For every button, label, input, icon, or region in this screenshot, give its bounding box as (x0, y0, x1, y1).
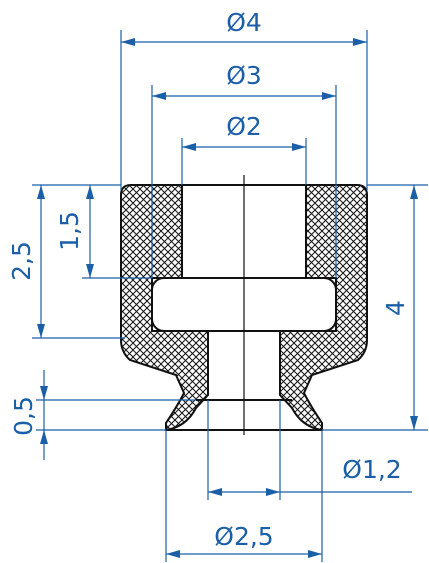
arrow (121, 38, 135, 46)
dim-height-4: 4 (322, 184, 428, 431)
label-diameter-2: Ø2 (226, 112, 262, 141)
label-diameter-2-5: Ø2,5 (214, 522, 273, 551)
arrow (86, 264, 94, 278)
arrow (166, 550, 180, 558)
dim-height-2-5: 2,5 (7, 184, 125, 339)
dim-height-0-5: 0,5 (9, 370, 196, 460)
dim-diameter-1-2: Ø1,2 (207, 400, 412, 500)
arrow (292, 143, 306, 151)
label-height-1-5: 1,5 (55, 211, 84, 251)
label-height-4: 4 (381, 300, 410, 316)
dim-diameter-3: Ø3 (151, 61, 337, 278)
arrow (208, 488, 222, 496)
dim-diameter-2-5: Ø2,5 (165, 430, 323, 562)
arrow (182, 143, 196, 151)
arrow (40, 430, 48, 444)
label-height-0-5: 0,5 (9, 396, 38, 436)
dimensions: Ø4 Ø3 Ø2 2,5 (7, 8, 428, 562)
dim-height-1-5: 1,5 (55, 185, 152, 279)
dim-diameter-2: Ø2 (181, 112, 307, 185)
label-diameter-1-2: Ø1,2 (342, 455, 401, 484)
arrow (322, 92, 336, 100)
arrow (353, 38, 367, 46)
label-diameter-3: Ø3 (226, 61, 262, 90)
arrow (86, 185, 94, 199)
arrow (40, 386, 48, 400)
arrow (37, 185, 45, 199)
arrow (37, 324, 45, 338)
arrow (410, 416, 418, 430)
label-diameter-4: Ø4 (226, 8, 262, 37)
arrow (308, 550, 322, 558)
arrow (410, 185, 418, 199)
dim-diameter-4: Ø4 (120, 8, 368, 190)
arrow (266, 488, 280, 496)
label-height-2-5: 2,5 (7, 241, 36, 281)
part-body (120, 175, 368, 435)
arrow (152, 92, 166, 100)
